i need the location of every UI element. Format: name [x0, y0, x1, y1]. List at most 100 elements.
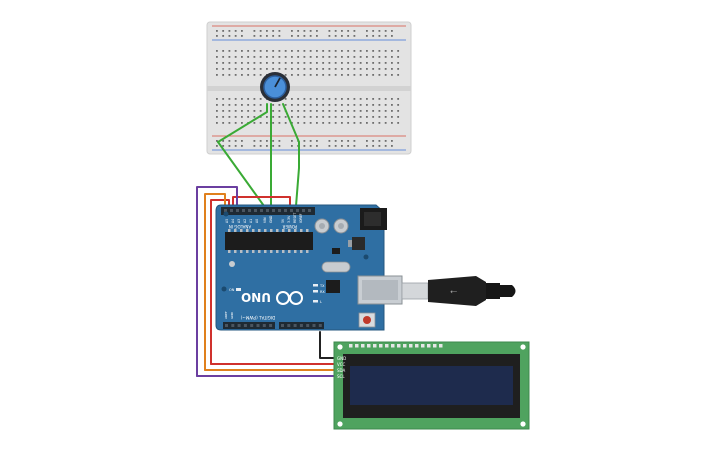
wire-vcc-to-arduino[interactable]: [295, 141, 300, 207]
breadboard-hole: [366, 145, 368, 147]
breadboard-hole: [341, 68, 343, 70]
label-tx: TX: [319, 284, 325, 288]
breadboard-hole: [334, 74, 337, 76]
breadboard-hole: [384, 50, 387, 52]
lcd-module[interactable]: GND VCC SDA SCL: [333, 341, 530, 430]
breadboard-hole: [391, 68, 393, 70]
potentiometer[interactable]: [260, 72, 290, 102]
breadboard-hole: [228, 145, 231, 147]
reset-button-cap[interactable]: [363, 316, 371, 324]
breadboard-hole: [284, 116, 287, 118]
breadboard-hole: [384, 62, 387, 64]
breadboard-hole: [372, 68, 375, 70]
header-pin: [278, 209, 281, 212]
header-pin: [290, 209, 293, 212]
lcd-screen: [350, 366, 513, 405]
breadboard-hole: [378, 140, 381, 142]
breadboard-hole: [303, 35, 306, 37]
chip-leg: [246, 229, 249, 232]
breadboard-hole: [353, 140, 356, 142]
breadboard-hole: [241, 122, 243, 124]
breadboard-hole: [316, 50, 318, 52]
breadboard-hole: [397, 122, 400, 124]
breadboard-hole: [291, 62, 293, 64]
breadboard-hole: [397, 104, 400, 106]
breadboard-hole: [284, 68, 287, 70]
usb-plug-metal: [401, 282, 429, 300]
breadboard[interactable]: [206, 21, 412, 155]
breadboard-hole: [247, 110, 250, 112]
wire-pot-vcc[interactable]: [282, 103, 300, 143]
breadboard-hole: [216, 50, 218, 52]
voltage-regulator: [352, 237, 365, 250]
breadboard-hole: [341, 56, 343, 58]
arduino-uno[interactable]: A5 A4 A3 A2 A1 A0 VIN GND 5V 3.3V RESET …: [215, 204, 403, 331]
breadboard-hole: [309, 35, 312, 37]
breadboard-hole: [234, 122, 237, 124]
breadboard-hole: [216, 74, 218, 76]
breadboard-hole: [328, 35, 331, 37]
chip-leg: [294, 229, 297, 232]
breadboard-hole: [272, 50, 275, 52]
breadboard-hole: [378, 98, 381, 100]
label-vin: VIN: [263, 217, 267, 223]
wire-pot-gnd[interactable]: [217, 103, 268, 143]
breadboard-hole: [291, 30, 293, 32]
breadboard-hole: [322, 74, 325, 76]
breadboard-hole: [309, 68, 312, 70]
breadboard-hole: [303, 104, 306, 106]
breadboard-hole: [353, 110, 356, 112]
breadboard-hole: [284, 104, 287, 106]
breadboard-hole: [259, 104, 262, 106]
breadboard-hole: [253, 140, 256, 142]
chip-leg: [264, 250, 267, 253]
breadboard-hole: [253, 35, 256, 37]
breadboard-hole: [297, 56, 300, 58]
breadboard-hole: [316, 145, 318, 147]
breadboard-hole: [366, 98, 368, 100]
wire-lcd-scl[interactable]: [196, 186, 238, 377]
breadboard-hole: [228, 30, 231, 32]
breadboard-hole: [291, 56, 293, 58]
breadboard-hole: [353, 145, 356, 147]
usb-cable[interactable]: ⭠: [401, 276, 516, 306]
breadboard-hole: [241, 62, 243, 64]
breadboard-hole: [316, 62, 318, 64]
breadboard-hole: [291, 110, 293, 112]
breadboard-hole: [234, 74, 237, 76]
breadboard-hole: [272, 62, 275, 64]
breadboard-hole: [247, 68, 250, 70]
breadboard-hole: [347, 145, 350, 147]
wire-lcd-gnd[interactable]: [319, 331, 337, 359]
breadboard-hole: [216, 122, 218, 124]
breadboard-hole: [247, 104, 250, 106]
header-pin: [284, 209, 287, 212]
wire-lcd-vcc[interactable]: [210, 199, 230, 365]
wire-lcd-sda[interactable]: [204, 193, 226, 371]
breadboard-hole: [234, 68, 237, 70]
breadboard-hole: [222, 104, 225, 106]
breadboard-hole: [391, 145, 393, 147]
header-top-pins: [224, 209, 311, 212]
header-pin: [243, 324, 247, 327]
breadboard-hole: [228, 35, 231, 37]
breadboard-hole: [234, 104, 237, 106]
breadboard-hole: [366, 74, 368, 76]
lcd-pin: [349, 344, 353, 348]
top-pin-labels: A5 A4 A3 A2 A1 A0 VIN GND 5V 3.3V RESET …: [225, 213, 303, 223]
breadboard-hole: [216, 145, 218, 147]
breadboard-hole: [359, 74, 362, 76]
breadboard-hole: [334, 104, 337, 106]
breadboard-hole: [391, 110, 393, 112]
wire-red-top[interactable]: [232, 196, 291, 207]
breadboard-hole: [253, 116, 256, 118]
breadboard-hole: [353, 62, 356, 64]
header-pin: [254, 209, 257, 212]
header-pin: [293, 324, 297, 327]
wire-gnd-to-arduino[interactable]: [217, 141, 265, 207]
breadboard-hole: [309, 56, 312, 58]
breadboard-hole: [347, 110, 350, 112]
breadboard-hole: [309, 145, 312, 147]
label-5v: 5V: [281, 218, 285, 223]
